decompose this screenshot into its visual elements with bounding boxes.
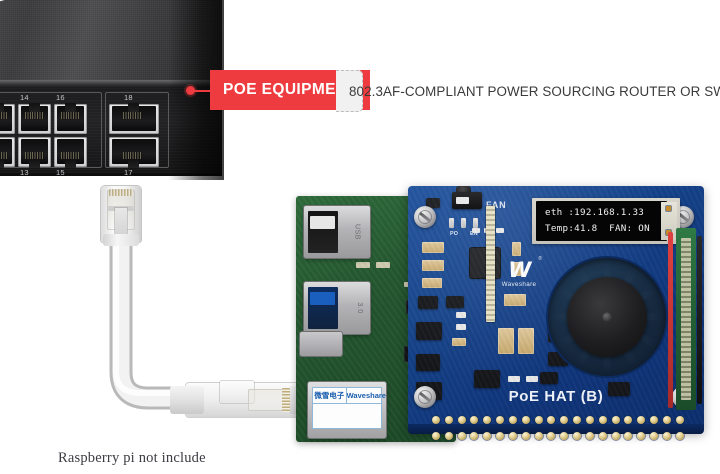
sticker-cn-text: 微雪电子 <box>313 388 347 403</box>
mounting-screw <box>414 206 436 228</box>
usb-3-port[interactable]: 3.0 <box>304 282 370 334</box>
rj45-port[interactable] <box>0 103 15 134</box>
pi-ethernet-port[interactable]: 微雪电子 Waveshare <box>308 382 386 438</box>
silk-label-fan: FAN <box>486 200 507 210</box>
oled-line-eth: eth :192.168.1.33 <box>545 207 645 218</box>
usb-port-label: USB <box>353 224 361 240</box>
tactile-button-cap[interactable] <box>456 186 471 195</box>
silk-label-po: PO <box>450 231 459 237</box>
right-edge-riser-board <box>676 228 696 410</box>
switch-port-number: 16 <box>56 93 65 102</box>
callout-leader-line <box>194 89 212 92</box>
waveshare-logo: W Waveshare ® <box>492 254 546 294</box>
rj45-port[interactable] <box>109 103 159 134</box>
rj45-port[interactable] <box>18 103 51 134</box>
rj45-plug-clip <box>220 381 254 403</box>
rj45-plug-boot <box>170 386 204 414</box>
board-name-label: PoE HAT (B) <box>508 388 604 405</box>
rj45-plug-pins <box>282 388 290 412</box>
rj45-plug-board-end <box>170 381 304 417</box>
waveshare-w-icon: W <box>508 257 531 282</box>
switch-chassis-lip <box>0 80 222 89</box>
callout-anchor-dot-icon <box>186 85 195 95</box>
rj45-plug-clip <box>115 208 127 238</box>
rj45-plug-pins <box>109 189 133 196</box>
rj45-port[interactable] <box>54 103 87 134</box>
registered-mark-icon: ® <box>538 256 542 262</box>
switch-port-number: 17 <box>124 168 133 177</box>
rj45-plug-boot <box>103 234 139 246</box>
rj45-port[interactable] <box>18 137 51 168</box>
switch-ports-upper-right[interactable] <box>109 103 159 134</box>
rj45-port[interactable] <box>109 137 159 168</box>
tactile-button[interactable] <box>452 192 482 209</box>
poe-hat-bottom-edge <box>408 424 704 434</box>
switch-port-number: 18 <box>124 93 133 102</box>
cooling-fan <box>548 258 666 376</box>
oled-display: eth :192.168.1.33 Temp:41.8 FAN: ON <box>532 198 680 244</box>
switch-port-number: 15 <box>56 168 65 177</box>
fan-wire-black <box>697 236 702 404</box>
gpio-header-pads <box>432 416 684 440</box>
switch-port-number: 13 <box>20 168 29 177</box>
rj45-port[interactable] <box>0 137 15 168</box>
fan-wire-red <box>668 232 673 408</box>
poe-network-switch: 12 14 16 18 11 13 15 17 <box>0 0 224 182</box>
rj45-plug-switch-end <box>101 186 141 246</box>
switch-ports-lower-left[interactable] <box>0 137 87 168</box>
rj45-port[interactable] <box>54 137 87 168</box>
gpio-stacking-header <box>486 206 495 322</box>
mounting-screw <box>414 386 436 408</box>
switch-port-frame-left <box>0 92 102 168</box>
callout-description-text: 802.3AF-COMPLIANT POWER SOURCING ROUTER … <box>336 70 720 112</box>
oled-line-temp-fan: Temp:41.8 FAN: ON <box>545 223 650 234</box>
oled-screen: eth :192.168.1.33 Temp:41.8 FAN: ON <box>536 201 667 241</box>
sticker-brand-text: Waveshare <box>346 391 386 400</box>
switch-ports-upper-left[interactable] <box>0 103 87 134</box>
silk-label-en: EN <box>470 231 478 237</box>
usb-2-port[interactable]: USB <box>304 206 370 258</box>
waveshare-sticker: 微雪电子 Waveshare <box>312 387 386 429</box>
gpio-pad-row <box>432 432 684 440</box>
fan-hub <box>567 277 647 357</box>
waveshare-wordmark: Waveshare <box>501 280 537 288</box>
gpio-pad-row <box>432 416 684 424</box>
disclaimer-note: Raspberry pi not include <box>58 450 206 466</box>
switch-port-number: 14 <box>20 93 29 102</box>
switch-ports-lower-right[interactable] <box>109 137 159 168</box>
pi-connector[interactable] <box>300 332 342 356</box>
usb-port-label: 3.0 <box>355 302 363 314</box>
rj45-plug-body <box>248 389 290 411</box>
